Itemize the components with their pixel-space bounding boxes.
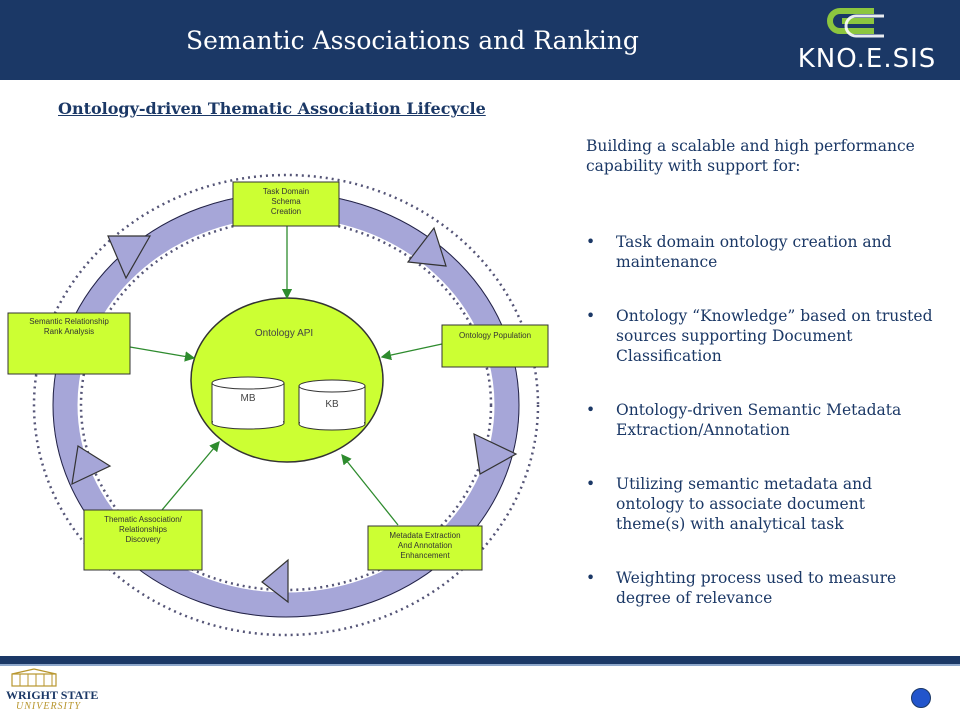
box-metadata-line2: And Annotation [398, 541, 452, 550]
arrow-semantic-rel-to-api [129, 346, 196, 362]
bullet-dot: • [586, 569, 596, 587]
cycle-arrow-right [473, 432, 518, 475]
box-ontology-population: Ontology Population [441, 324, 549, 368]
bullet-text: Task domain ontology creation and mainte… [616, 233, 892, 271]
bullet-item: • Task domain ontology creation and maint… [586, 232, 936, 272]
box-population-line1: Ontology Population [459, 331, 531, 340]
lifecycle-diagram: Ontology API MB KB Task Domain Schema Cr… [7, 173, 549, 637]
bullet-text: Ontology-driven Semantic Metadata Extrac… [616, 401, 902, 439]
bullet-text: Utilizing semantic metadata and ontology… [616, 475, 873, 533]
bullet-text: Ontology “Knowledge” based on trusted so… [616, 307, 933, 365]
cycle-arrow-top-right [406, 226, 447, 267]
wright-state-logo: WRIGHT STATE UNIVERSITY [6, 668, 98, 716]
bullet-text: Weighting process used to measure degree… [616, 569, 897, 607]
box-metadata-line3: Enhancement [400, 551, 450, 560]
bullet-dot: • [586, 233, 596, 251]
wright-state-university: UNIVERSITY [16, 701, 81, 712]
kb-cylinder: KB [298, 379, 366, 431]
footer-bar [0, 656, 960, 664]
knoesis-logo-text: KNO.E.SIS [797, 44, 937, 74]
knoesis-e-icon [827, 8, 884, 38]
footer-accent-line [0, 664, 960, 666]
cycle-arrow-bottom [261, 558, 289, 604]
box-task-domain-line1: Task Domain [263, 187, 309, 196]
box-thematic-association: Thematic Association/ Relationships Disc… [83, 509, 203, 571]
intro-text: Building a scalable and high performance… [586, 137, 915, 175]
header-bar: Semantic Associations and Ranking KNO.E.… [0, 0, 960, 80]
mb-cylinder: MB [211, 376, 285, 430]
slide-nav-button[interactable] [911, 688, 931, 708]
cycle-arrow-left [71, 445, 112, 486]
mb-label: MB [241, 393, 256, 404]
wright-state-name: WRIGHT STATE [6, 688, 99, 702]
cycle-arrow-top-left [107, 235, 152, 280]
box-thematic-line3: Discovery [125, 535, 160, 544]
bullet-item: • Ontology-driven Semantic Metadata Extra… [586, 400, 936, 440]
arrow-metadata-to-api [341, 453, 399, 526]
wright-state-building-icon [11, 668, 57, 687]
box-task-domain: Task Domain Schema Creation [232, 181, 340, 227]
bullet-dot: • [586, 475, 596, 493]
diagram-subtitle: Ontology-driven Thematic Association Lif… [58, 99, 486, 118]
outer-dotted-ring [32, 173, 540, 637]
bullet-dot: • [586, 401, 596, 419]
knoesis-logo: KNO.E.SIS [782, 6, 952, 76]
arrow-population-to-api [380, 343, 443, 361]
bullet-list: • Task domain ontology creation and maint… [586, 232, 936, 642]
box-semantic-relationship: Semantic Relationship Rank Analysis [7, 312, 131, 375]
slide-title: Semantic Associations and Ranking [186, 26, 639, 55]
bullet-item: • Utilizing semantic metadata and ontolog… [586, 474, 936, 534]
box-task-domain-line2: Schema [271, 197, 301, 206]
box-metadata-line1: Metadata Extraction [389, 531, 460, 540]
box-thematic-line2: Relationships [119, 525, 167, 534]
box-thematic-line1: Thematic Association/ [104, 515, 183, 524]
box-semantic-rel-line1: Semantic Relationship [29, 317, 109, 326]
bullet-item: • Ontology “Knowledge” based on trusted s… [586, 306, 936, 366]
kb-label: KB [325, 399, 339, 410]
box-semantic-rel-line2: Rank Analysis [44, 327, 94, 336]
arrow-thematic-to-api [161, 441, 220, 511]
box-metadata-extraction: Metadata Extraction And Annotation Enhan… [367, 525, 483, 571]
bullet-item: • Weighting process used to measure degre… [586, 568, 936, 608]
box-task-domain-line3: Creation [271, 207, 301, 216]
bullet-dot: • [586, 307, 596, 325]
ontology-api-label: Ontology API [255, 328, 313, 339]
intro-paragraph: Building a scalable and high performance… [586, 136, 936, 176]
